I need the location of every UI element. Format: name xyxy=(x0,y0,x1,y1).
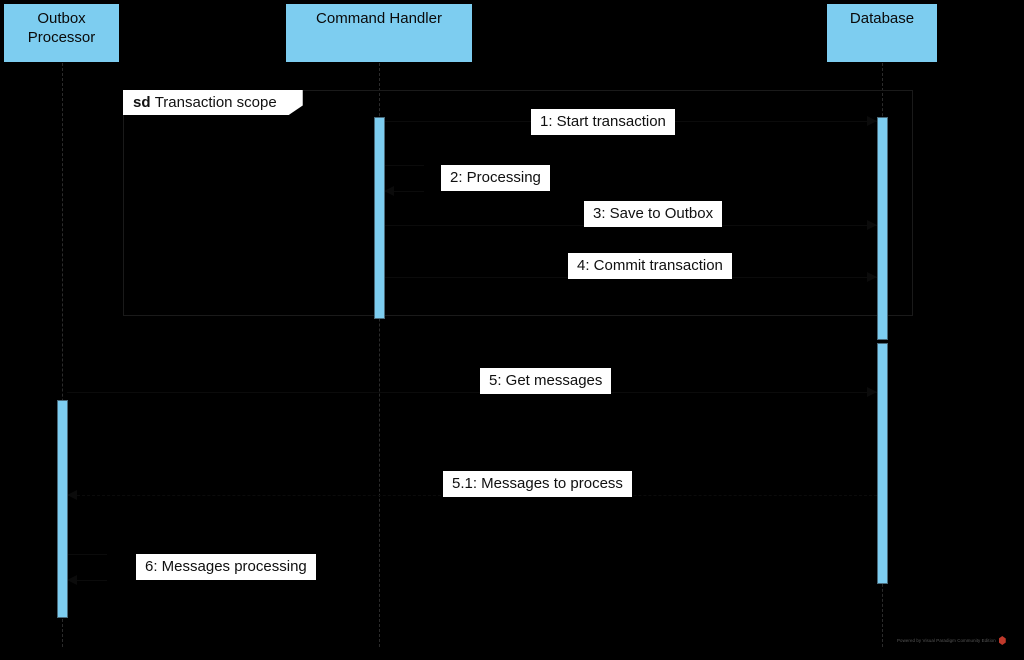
message-label-4[interactable]: 4: Commit transaction xyxy=(568,253,732,279)
message-label-5-1[interactable]: 5.1: Messages to process xyxy=(443,471,632,497)
watermark-text: Powered by Visual Paradigm Community Edi… xyxy=(897,638,996,643)
fragment-label-transaction-scope[interactable]: sd Transaction scope xyxy=(123,90,303,115)
message-line-5 xyxy=(67,392,877,393)
message-arrowhead-2 xyxy=(384,186,394,196)
message-arrowhead-3 xyxy=(867,220,877,230)
message-line-6-self-top xyxy=(67,554,107,555)
message-label-6[interactable]: 6: Messages processing xyxy=(136,554,316,580)
lifeline-header-outbox-processor[interactable]: Outbox Processor xyxy=(3,3,120,63)
lifeline-stem-command-handler xyxy=(379,63,380,647)
message-arrowhead-1 xyxy=(867,116,877,126)
message-arrowhead-6 xyxy=(67,575,77,585)
message-label-5[interactable]: 5: Get messages xyxy=(480,368,612,394)
message-arrowhead-5-1 xyxy=(67,490,77,500)
message-arrowhead-4 xyxy=(867,272,877,282)
message-line-6-self-bottom xyxy=(67,580,107,581)
lifeline-header-command-handler[interactable]: Command Handler xyxy=(285,3,473,63)
activation-bar-database-upper xyxy=(877,117,888,340)
activation-bar-command-handler xyxy=(374,117,385,319)
fragment-name: Transaction scope xyxy=(154,94,277,111)
visual-paradigm-logo-icon xyxy=(998,636,1006,645)
message-line-2-self-top xyxy=(384,165,424,166)
message-label-2[interactable]: 2: Processing xyxy=(441,165,550,191)
lifeline-header-database[interactable]: Database xyxy=(826,3,938,63)
message-label-3[interactable]: 3: Save to Outbox xyxy=(584,201,723,227)
lifeline-stem-outbox-processor xyxy=(62,63,63,647)
activation-split-database xyxy=(876,340,889,342)
message-line-2-self-bottom xyxy=(384,191,424,192)
message-arrowhead-5 xyxy=(867,387,877,397)
activation-bar-database-lower xyxy=(877,343,888,584)
watermark: Powered by Visual Paradigm Community Edi… xyxy=(897,636,1006,645)
activation-bar-outbox-processor xyxy=(57,400,68,618)
fragment-keyword: sd xyxy=(133,94,151,111)
fragment-transaction-scope-frame xyxy=(123,90,913,316)
message-label-1[interactable]: 1: Start transaction xyxy=(531,109,675,135)
